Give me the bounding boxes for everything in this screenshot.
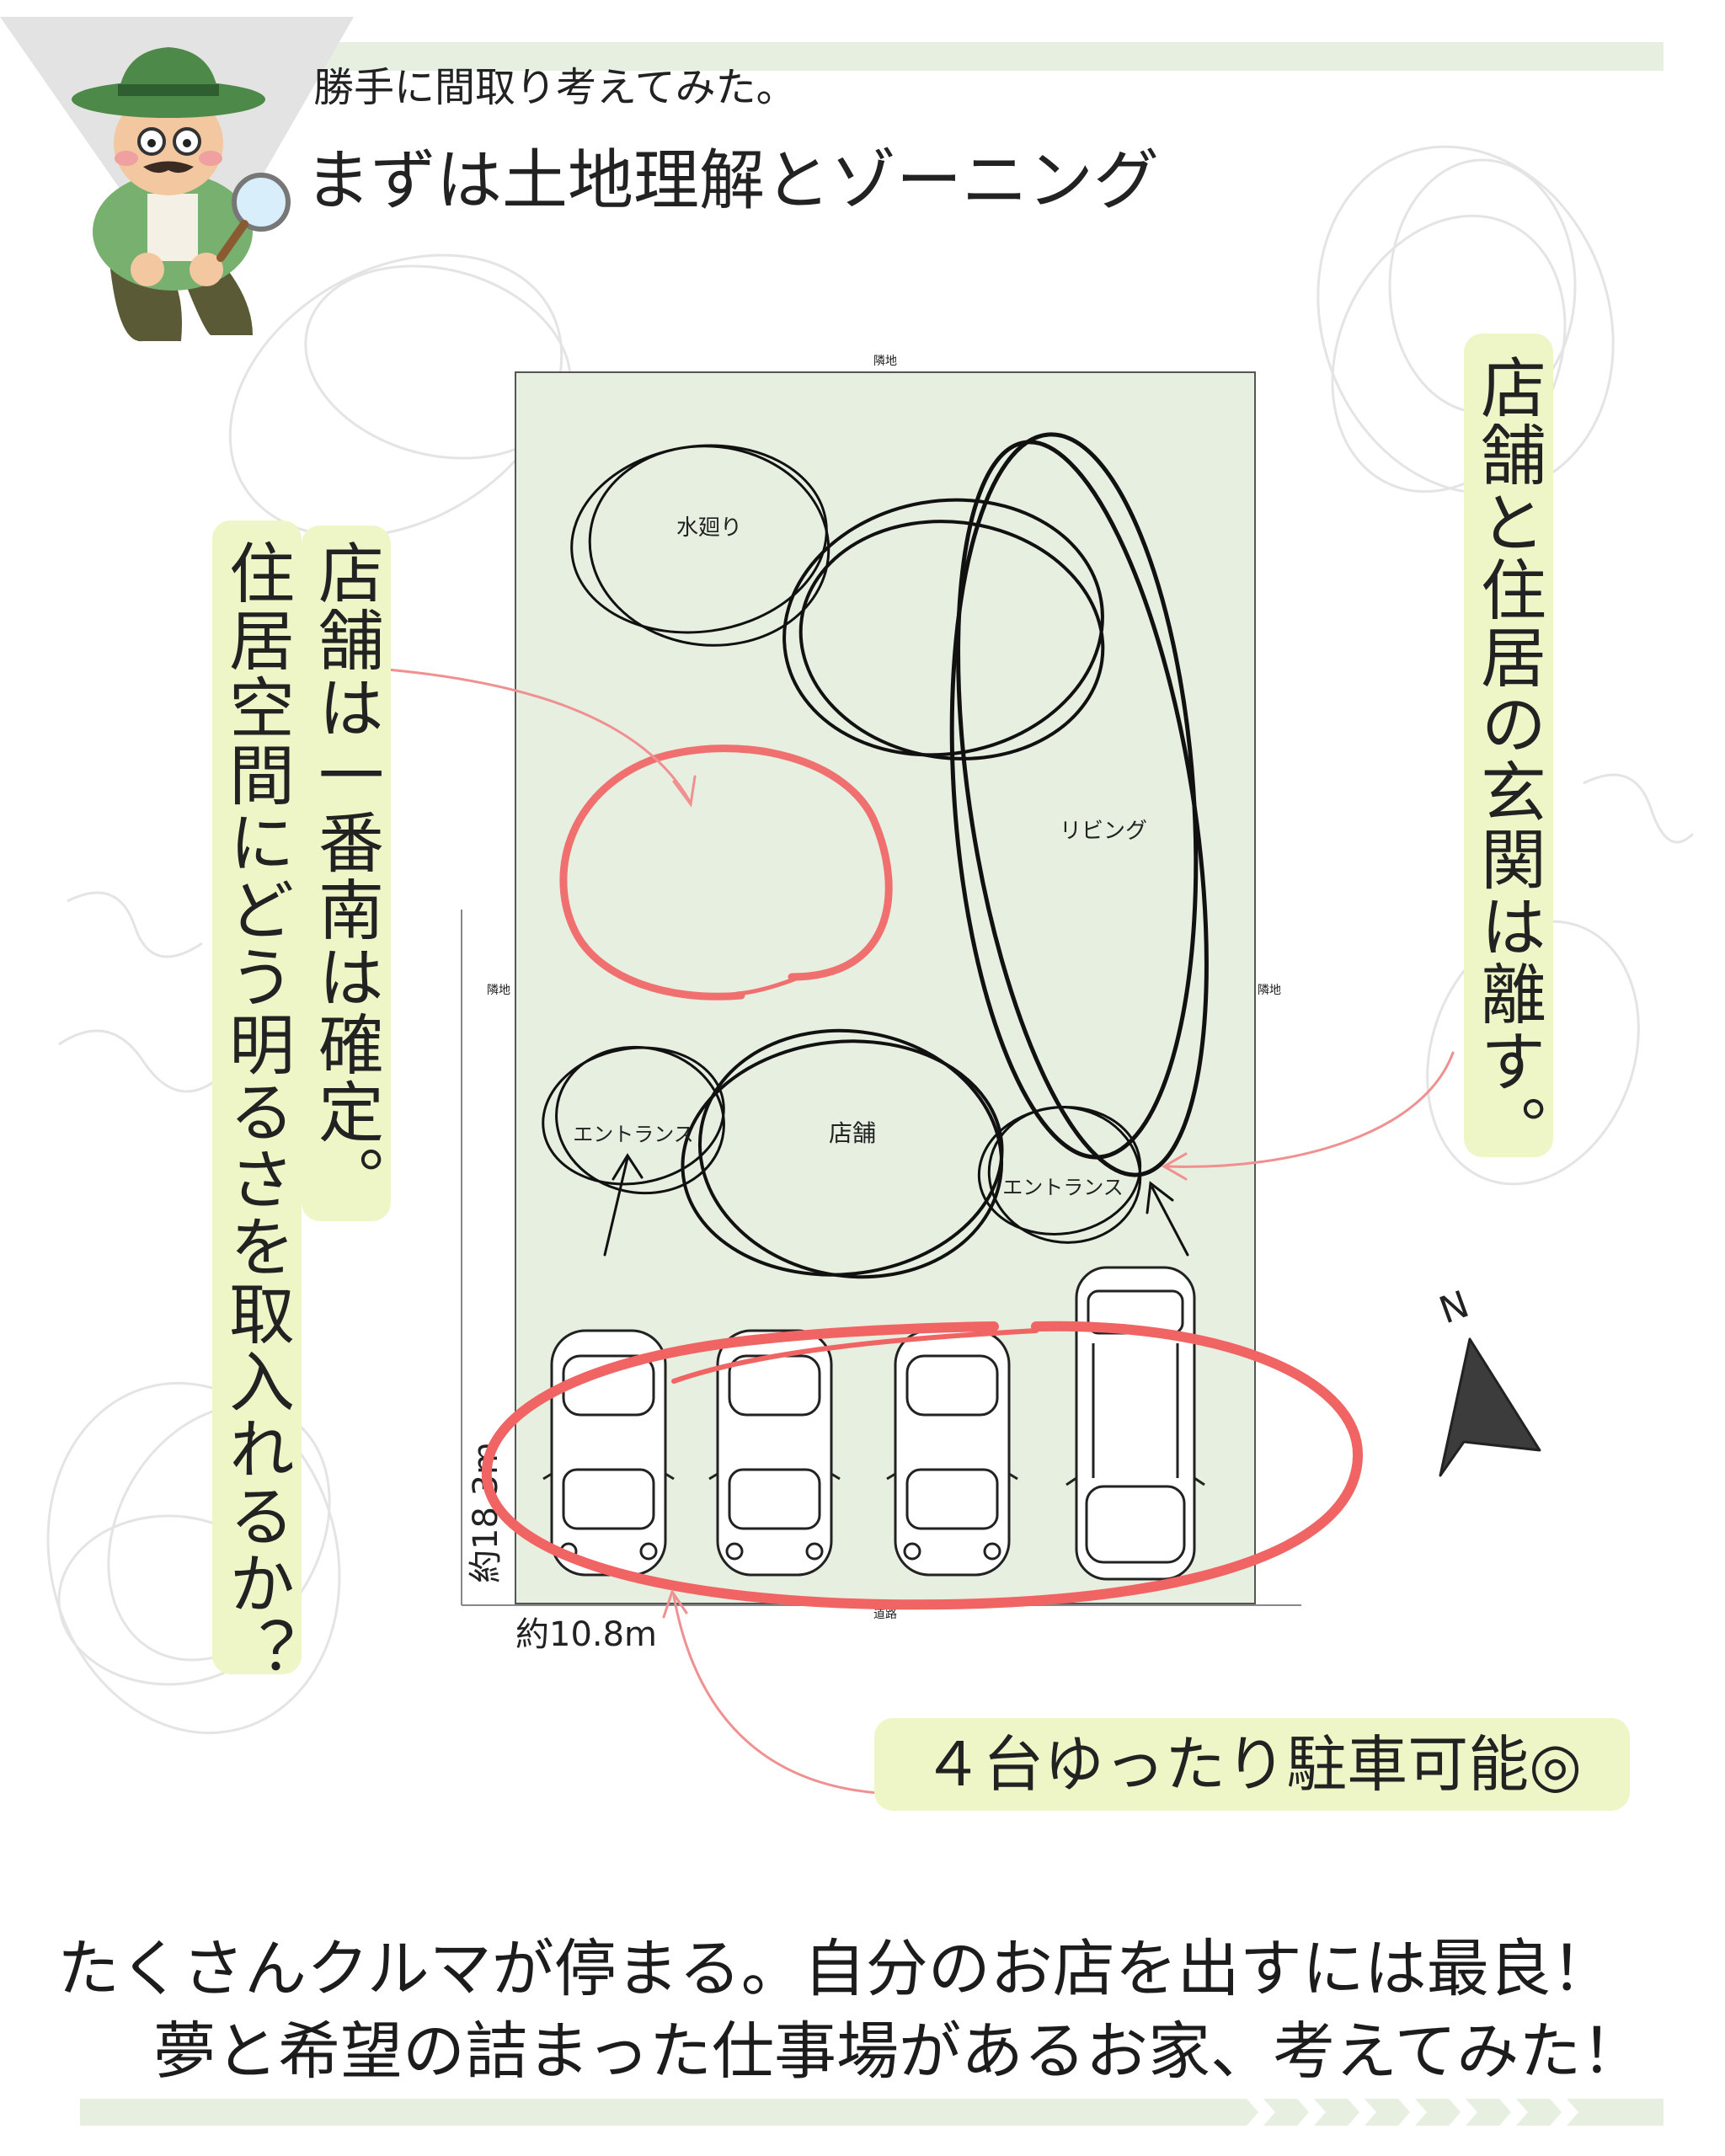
water-zone-label: 水廻り — [676, 515, 742, 541]
arrow-right-note — [1165, 1051, 1455, 1168]
page-subtitle: 勝手に間取り考えてみた。 — [313, 64, 797, 111]
car-1 — [542, 1329, 675, 1577]
footer-chevrons — [1247, 2099, 1578, 2126]
annotation-arrows — [386, 668, 1455, 1796]
light-emphasis-circle — [559, 744, 893, 1001]
footer-band — [80, 2099, 1664, 2126]
shop-zone — [681, 1028, 1004, 1279]
north-label: N — [1434, 1283, 1474, 1332]
car-2 — [708, 1329, 841, 1577]
shop-zone-label: 店舗 — [829, 1119, 876, 1147]
entrance-right-label: エントランス — [1002, 1176, 1124, 1199]
right-note: 店舗と住居の玄関は離す。 — [1470, 354, 1546, 1162]
entrance-left-zone — [542, 1045, 725, 1195]
arrow-parking-note — [672, 1594, 895, 1796]
north-compass: N — [1434, 1283, 1541, 1477]
header-band — [80, 42, 1664, 71]
car-3 — [886, 1329, 1018, 1577]
north-arrow-icon — [1439, 1337, 1541, 1477]
neighbor-label-right: 隣地 — [1258, 984, 1281, 997]
middle-zone — [782, 498, 1105, 760]
caption-line-2: 夢と希望の詰まった仕事場があるお家、考えてみた！ — [153, 2015, 1644, 2088]
road-label: 道路 — [873, 1608, 897, 1621]
neighbor-label-left: 隣地 — [487, 984, 510, 997]
car-4 — [1065, 1266, 1205, 1581]
entrance-right-zone — [977, 1106, 1142, 1244]
entrance-left-arrow — [603, 1153, 644, 1257]
neighbor-label-top: 隣地 — [873, 355, 897, 368]
entrance-right-arrow — [1146, 1181, 1189, 1257]
width-dimension: 約10.8m — [515, 1615, 657, 1654]
entrance-left-label: エントランス — [573, 1123, 694, 1146]
parking-emphasis-ellipse — [481, 1321, 1364, 1610]
right-note-highlight — [1464, 334, 1553, 1157]
left-note-line-2: 住居空間にどう明るさを取入れるか？ — [218, 539, 295, 1684]
left-note-line-1: 店舗は一番南は確定。 — [307, 539, 384, 1213]
parking-cars — [542, 1266, 1205, 1581]
water-zone — [570, 444, 830, 647]
parking-note: ４台ゆったり駐車可能◎ — [874, 1718, 1630, 1811]
caption-line-1: たくさんクルマが停まる。自分のお店を出すには最良！ — [57, 1933, 1614, 2005]
left-note-highlight-1 — [302, 526, 391, 1221]
living-zone-label: リビング — [1060, 819, 1147, 844]
left-note-highlight-2 — [212, 520, 302, 1674]
arrow-left-note — [386, 668, 691, 802]
page-title: まずは土地理解とゾーニング — [305, 143, 1160, 219]
detective-illustration — [0, 17, 354, 342]
